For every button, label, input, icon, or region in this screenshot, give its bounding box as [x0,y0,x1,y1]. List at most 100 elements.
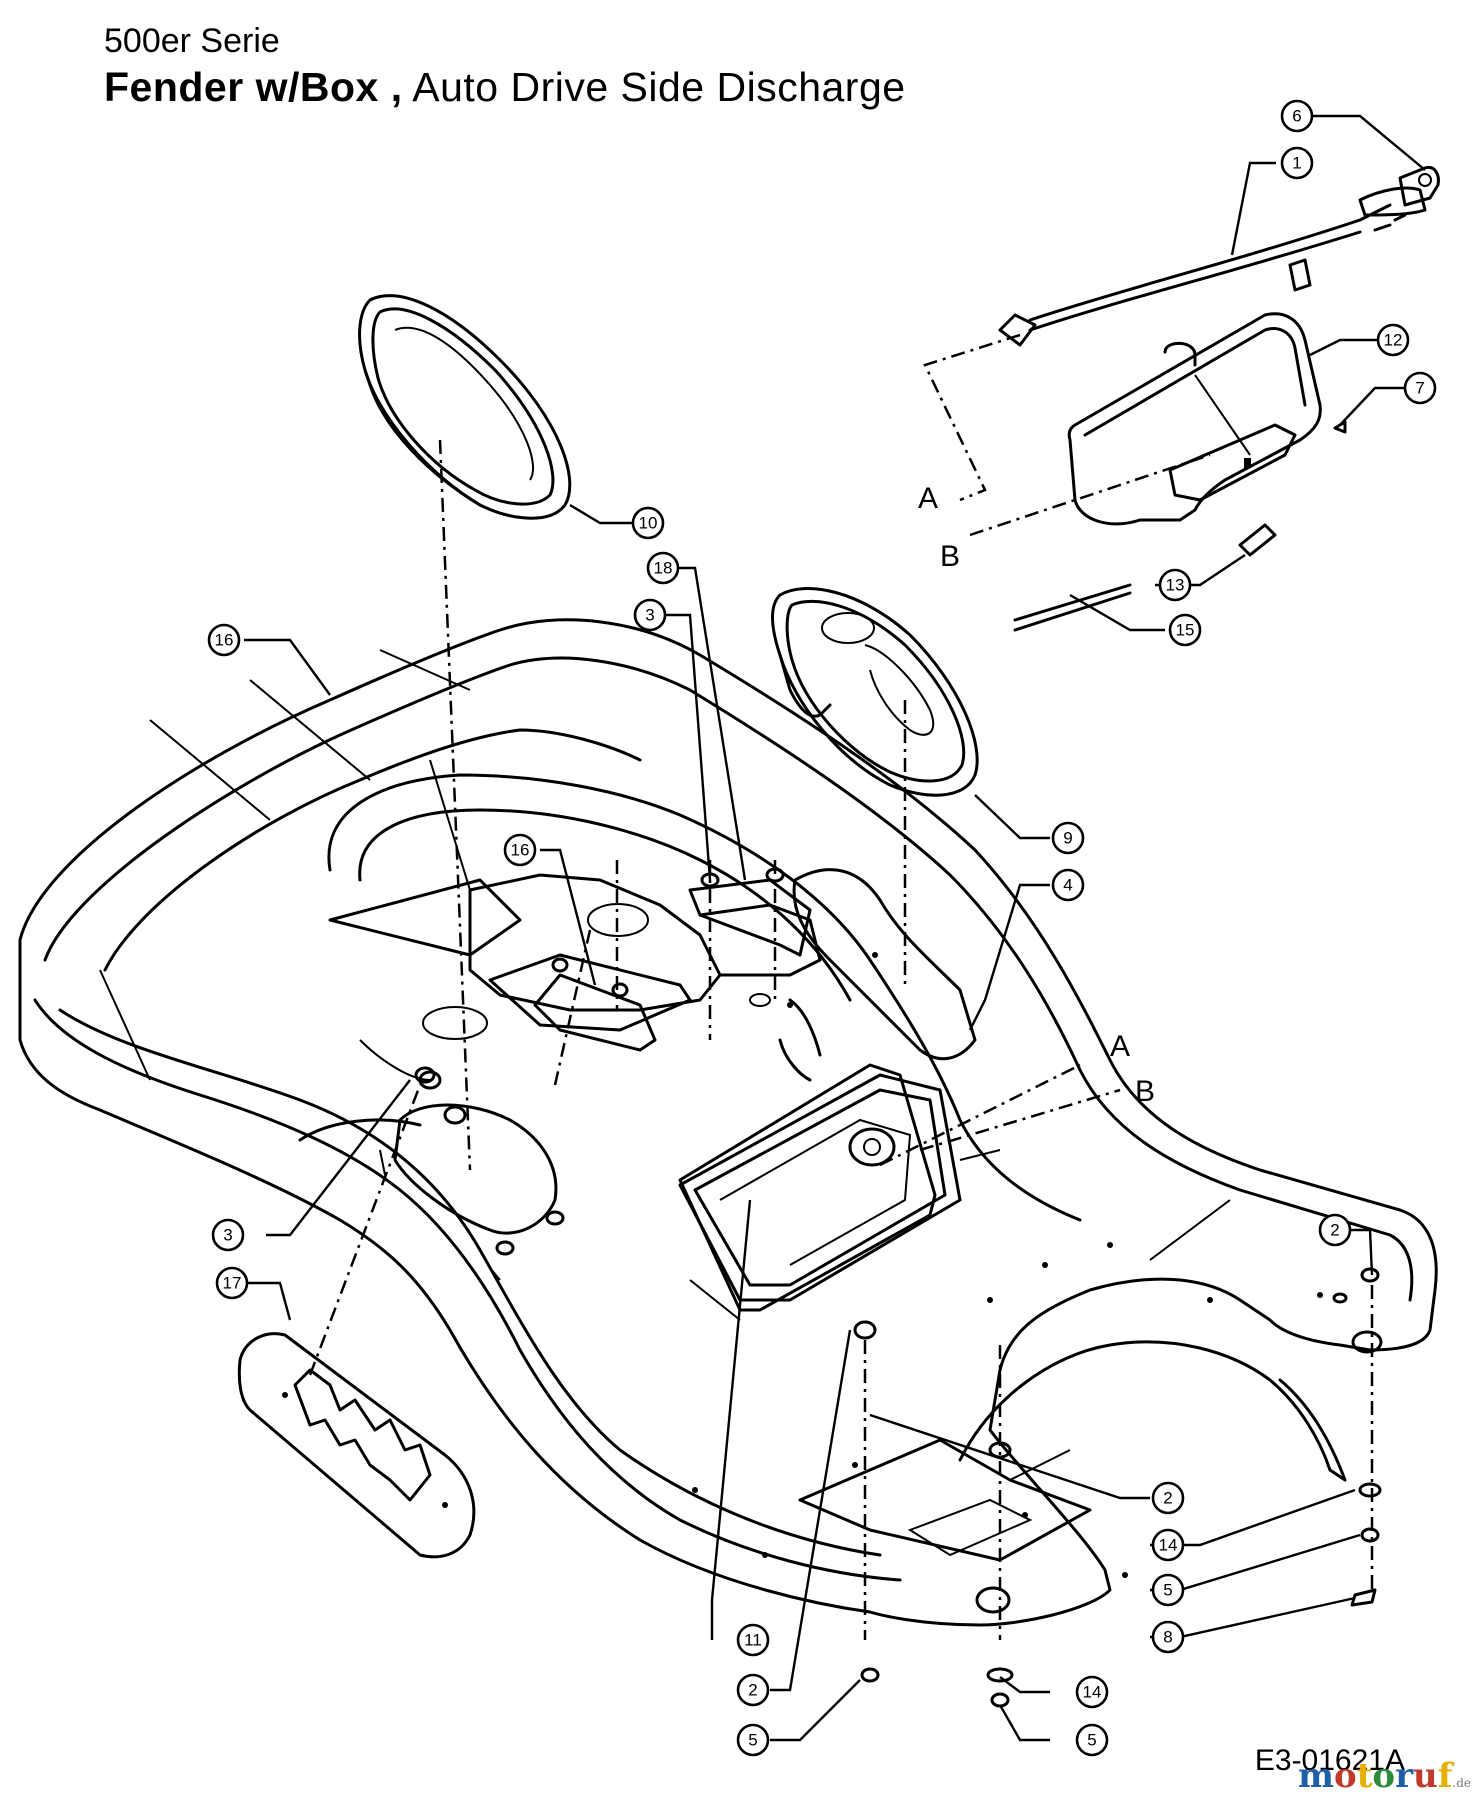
callout-number: 13 [1166,576,1185,595]
callout-number: 8 [1163,1628,1172,1647]
ref-letter-b-top: B [940,540,961,573]
cup-holder-10 [358,294,572,520]
callout-circle [1280,146,1314,180]
leader-lines [244,114,1426,1742]
watermark-logo: motoruf.de [1298,1756,1471,1796]
callout-14: 14 [1075,1675,1109,1709]
callout-2: 2 [1318,1213,1352,1247]
watermark-suffix: .de [1452,1776,1471,1790]
callout-number: 11 [744,1631,762,1650]
callout-number: 14 [1159,1536,1178,1555]
callout-circle [1280,99,1314,133]
callout-16: 16 [207,623,241,657]
callout-number: 2 [1330,1221,1339,1240]
alignment-lines [308,333,1374,1640]
callout-number: 2 [748,1681,757,1700]
callout-circle [215,1266,249,1300]
callout-circle [1151,1481,1185,1515]
callout-17: 17 [215,1266,249,1300]
callout-number: 9 [1063,829,1072,848]
callout-number: 2 [1163,1489,1172,1508]
callout-number: 5 [1163,1581,1172,1600]
callout-13: 13 [1158,568,1192,602]
watermark-name: motoruf [1298,1756,1453,1796]
callout-3: 3 [633,598,667,632]
callout-number: 3 [645,606,654,625]
callout-2: 2 [1151,1481,1185,1515]
drawing-code: E3-01621A [1254,1744,1405,1777]
callout-5: 5 [736,1723,770,1757]
callout-circle [503,833,537,867]
callout-circle [1168,613,1202,647]
callout-6: 6 [1280,99,1314,133]
callout-circle [736,1623,770,1657]
diagram-title: Fender w/Box , Auto Drive Side Discharge [104,64,906,111]
callout-10: 10 [631,506,665,540]
fender-body [18,618,1438,1627]
callout-circle [631,506,665,540]
callout-11: 11 [736,1623,770,1657]
callout-number: 5 [1087,1731,1096,1750]
electrical-box-12 [1067,312,1322,526]
storage-box [678,1063,937,1312]
callout-number: 1 [1292,154,1301,173]
callout-circle [633,598,667,632]
title-bold-part: Fender w/Box , [104,64,403,110]
callout-circle [1051,821,1085,855]
ref-letter-b-mid: B [1135,1075,1156,1108]
callout-18: 18 [646,551,680,585]
callout-circle [1158,568,1192,602]
wire-harness-1 [998,186,1427,347]
series-label: 500er Serie [104,22,280,60]
callout-5: 5 [1075,1723,1109,1757]
callout-number: 16 [215,631,234,650]
callout-number: 10 [639,514,658,533]
callout-number: 4 [1063,876,1072,895]
callout-number: 7 [1415,379,1424,398]
callout-circle [1318,1213,1352,1247]
callout-circle [646,551,680,585]
pin-13-rod-15 [1013,523,1277,632]
callout-circle [1075,1723,1109,1757]
callout-2: 2 [736,1673,770,1707]
callout-circle [736,1723,770,1757]
callout-number: 14 [1083,1683,1102,1702]
callout-7: 7 [1403,371,1437,405]
callout-circle [1051,868,1085,902]
callout-circle [211,1218,245,1252]
callout-1: 1 [1280,146,1314,180]
callout-5: 5 [1151,1573,1185,1607]
ref-letter-a-top: A [918,482,939,515]
callout-number: 3 [223,1226,232,1245]
pedal-plate-17 [237,1332,476,1559]
cup-holder-9 [771,587,979,797]
callout-9: 9 [1051,821,1085,855]
callout-circle [1151,1528,1185,1562]
callout-14: 14 [1151,1528,1185,1562]
callout-circle [1376,323,1410,357]
callout-number: 5 [748,1731,757,1750]
callout-number: 18 [654,559,673,578]
callout-circle [1151,1620,1185,1654]
callout-circle [1151,1573,1185,1607]
callout-number: 16 [511,841,530,860]
callout-8: 8 [1151,1620,1185,1654]
callout-number: 15 [1176,621,1195,640]
key-switch-6 [1398,165,1440,207]
callout-3: 3 [211,1218,245,1252]
ref-letter-a-mid: A [1110,1030,1131,1063]
callout-circle [207,623,241,657]
callout-16: 16 [503,833,537,867]
callout-number: 17 [223,1274,242,1293]
callout-number: 12 [1384,331,1403,350]
callout-15: 15 [1168,613,1202,647]
callout-4: 4 [1051,868,1085,902]
title-rest-part: Auto Drive Side Discharge [402,64,906,110]
callout-12: 12 [1376,323,1410,357]
callout-circle [1075,1675,1109,1709]
callout-circle [1403,371,1437,405]
callout-number: 6 [1292,107,1301,126]
callout-circle [736,1673,770,1707]
